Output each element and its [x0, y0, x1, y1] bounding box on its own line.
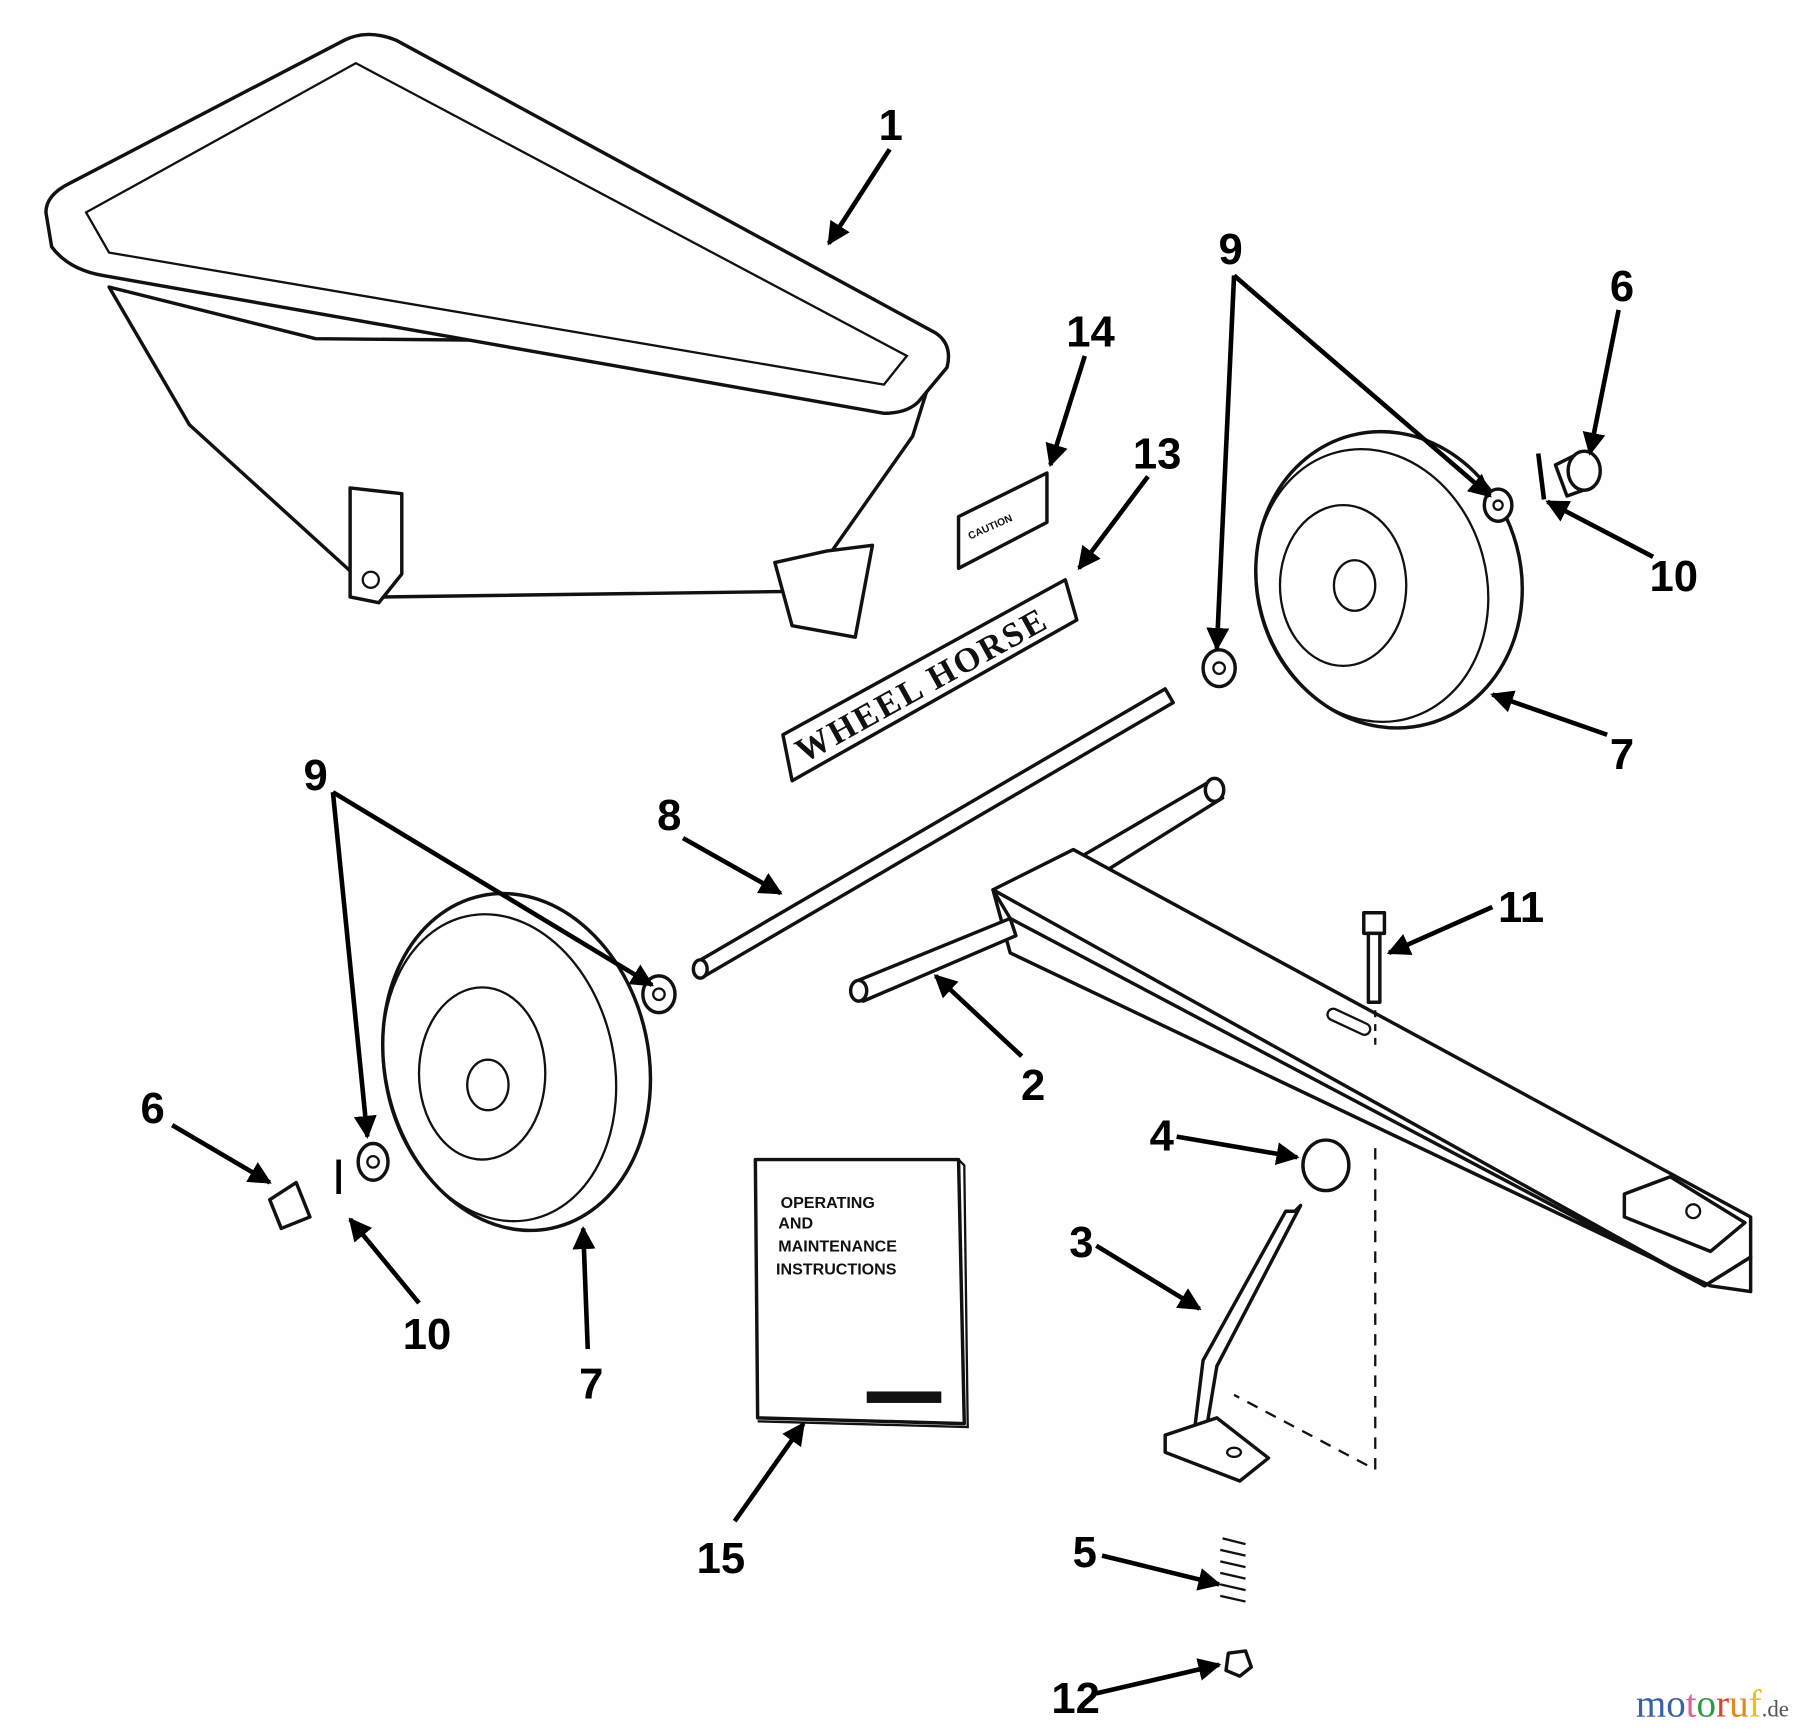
callout-11: 11 [1498, 884, 1544, 932]
callout-9-left: 9 [304, 752, 328, 800]
callout-14: 14 [1066, 309, 1115, 357]
callout-6-right: 6 [1610, 263, 1634, 311]
bolt [1233, 910, 1387, 1472]
callout-15: 15 [697, 1535, 746, 1583]
axle [691, 687, 1175, 980]
tongue-frame [991, 776, 1753, 1294]
watermark-text: motoruf.de [1636, 1682, 1789, 1725]
decal-caution: CAUTION [956, 471, 1049, 571]
manual-line-3: MAINTENANCE [778, 1237, 897, 1255]
manual-line-1: OPERATING [781, 1194, 875, 1212]
callout-1: 1 [879, 102, 903, 150]
hitch-pin-lever [1163, 1203, 1303, 1483]
callout-4: 4 [1150, 1112, 1175, 1160]
nut [1224, 1649, 1253, 1678]
callout-6-left: 6 [141, 1085, 165, 1133]
callout-8: 8 [657, 792, 681, 840]
hopper-tub [44, 32, 951, 639]
manual: OPERATING AND MAINTENANCE INSTRUCTIONS [753, 1157, 969, 1429]
callout-10-left: 10 [403, 1311, 452, 1359]
callout-7-left: 7 [579, 1360, 603, 1408]
axle-stub [848, 916, 1018, 1003]
manual-line-4: INSTRUCTIONS [776, 1260, 897, 1278]
callout-9-right: 9 [1218, 226, 1242, 274]
wheel-left [380, 891, 653, 1233]
callout-7-right: 7 [1610, 731, 1634, 779]
callout-5: 5 [1073, 1529, 1097, 1577]
callout-2: 2 [1021, 1062, 1045, 1110]
callout-12: 12 [1051, 1675, 1100, 1723]
callout-10-right: 10 [1649, 553, 1698, 601]
leader-lines [171, 148, 1655, 1696]
wheel-right [1254, 429, 1524, 730]
callout-13: 13 [1133, 430, 1182, 478]
small-hardware [268, 449, 1602, 1231]
callout-3: 3 [1069, 1219, 1093, 1267]
watermark-logo: motoruf.de [1636, 1682, 1789, 1725]
spring [1220, 1537, 1246, 1603]
manual-line-2: AND [778, 1214, 813, 1232]
callout-numbers: 1 2 3 4 5 6 6 7 7 8 9 9 10 10 11 12 13 1… [141, 102, 1698, 1723]
